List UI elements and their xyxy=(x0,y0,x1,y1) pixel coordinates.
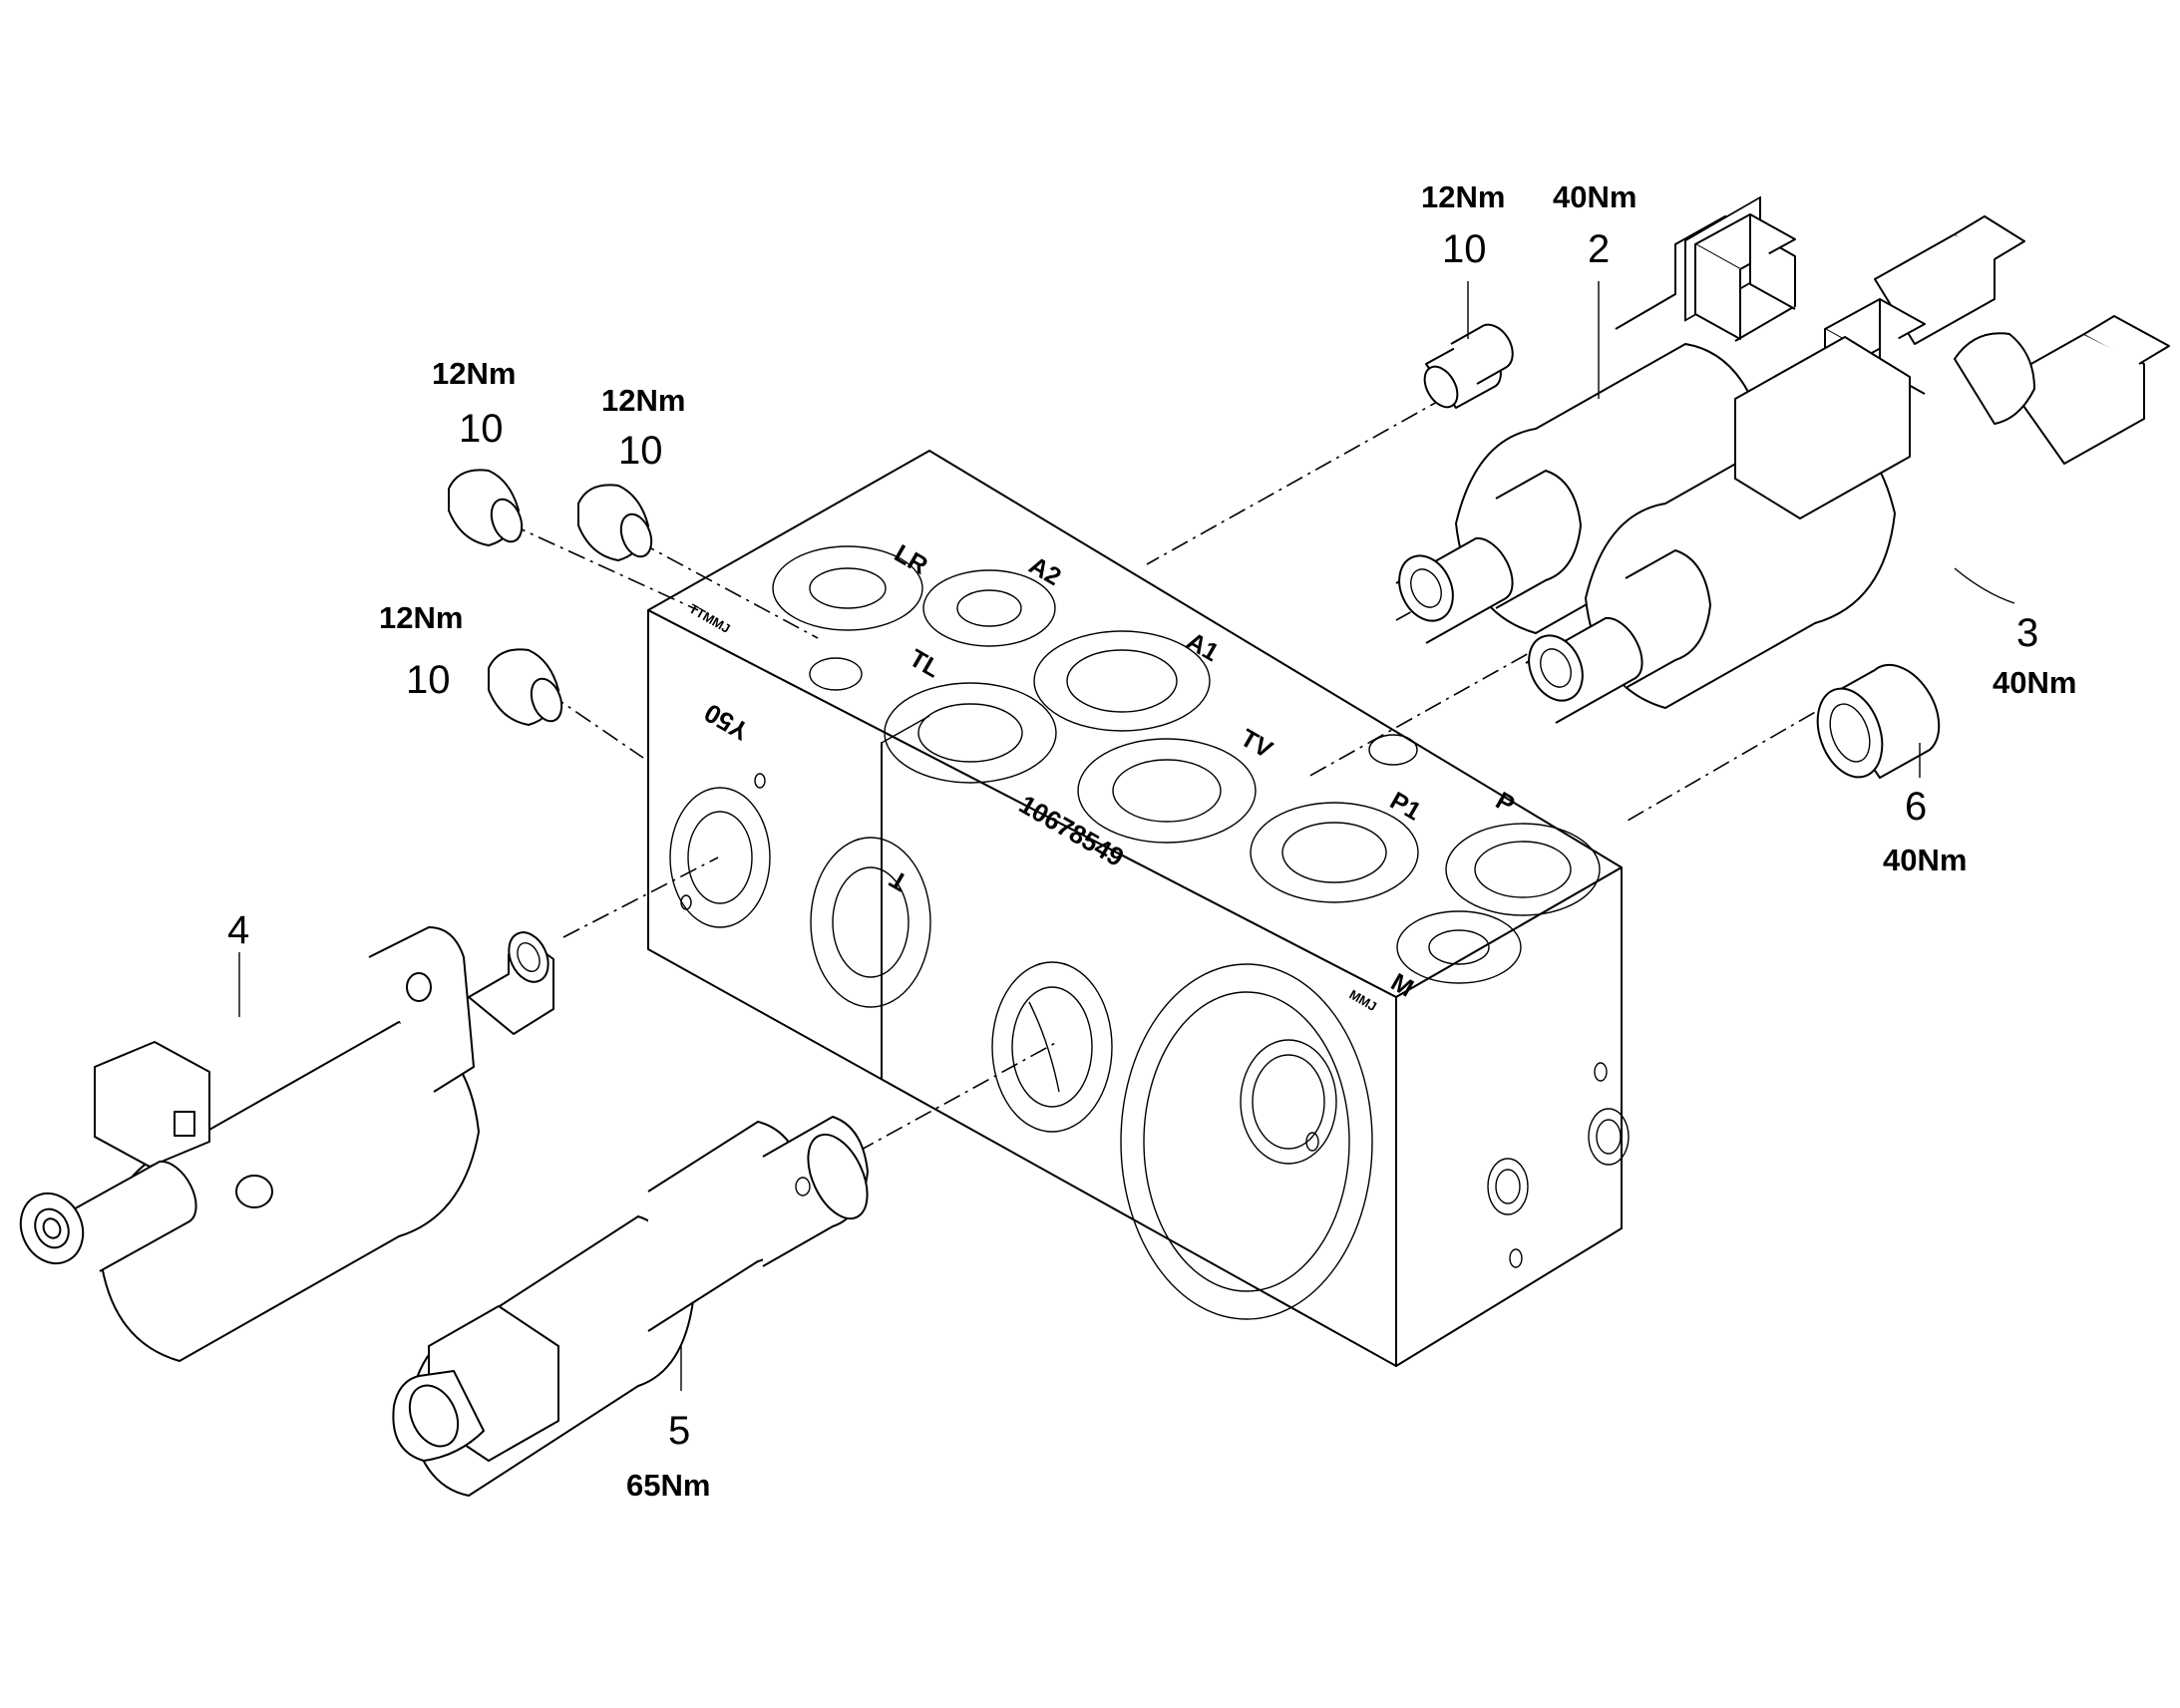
plug-icon-left-2 xyxy=(577,484,653,561)
callout-plug-6-torque: 40Nm xyxy=(1883,843,1967,877)
callout-plug-left-1-torque: 12Nm xyxy=(432,356,516,391)
callout-valve-3-torque: 40Nm xyxy=(1993,665,2076,700)
plug-icon-left-3 xyxy=(488,648,563,726)
callout-plug-left-3-torque: 12Nm xyxy=(379,600,463,635)
plug-icon-item-6 xyxy=(1816,663,1941,779)
leader-lines xyxy=(238,281,2015,1391)
plug-icon-left-1 xyxy=(448,469,524,546)
relief-valve-icon-item-5 xyxy=(392,1116,869,1497)
callout-plug-top-number: 10 xyxy=(1442,227,1487,271)
callout-plug-left-2-number: 10 xyxy=(618,429,663,473)
callout-plug-left-3-number: 10 xyxy=(406,658,451,702)
callout-valve-5-torque: 65Nm xyxy=(626,1468,710,1503)
callout-plug-6-number: 6 xyxy=(1905,785,1927,829)
callout-valve-5-number: 5 xyxy=(668,1409,690,1453)
plug-icon-top xyxy=(1423,323,1514,409)
left-face-ports xyxy=(669,773,1373,1320)
callout-plug-left-2-torque: 12Nm xyxy=(601,383,685,418)
solenoid-valve-icon-item-2 xyxy=(1395,195,2025,644)
callout-plug-left-1-number: 10 xyxy=(459,407,504,451)
callout-valve-2-number: 2 xyxy=(1588,227,1610,271)
callouts: 12Nm 10 40Nm 2 12Nm 10 12Nm 10 12Nm 10 3… xyxy=(227,179,2076,1503)
callout-valve-4-number: 4 xyxy=(227,908,249,952)
solenoid-valve-icon-item-4 xyxy=(19,926,554,1362)
callout-plug-top-torque: 12Nm xyxy=(1421,179,1505,214)
right-face-ports xyxy=(1487,1062,1630,1268)
solenoid-valve-icon-item-3 xyxy=(1525,298,2170,724)
top-face-ports xyxy=(772,545,1601,984)
callout-valve-3-number: 3 xyxy=(2016,611,2038,655)
callout-valve-2-torque: 40Nm xyxy=(1553,179,1636,214)
valve-manifold-block: LR A2 A1 TL TV P1 P M T 10678549 Y50 TTM… xyxy=(647,450,1630,1367)
